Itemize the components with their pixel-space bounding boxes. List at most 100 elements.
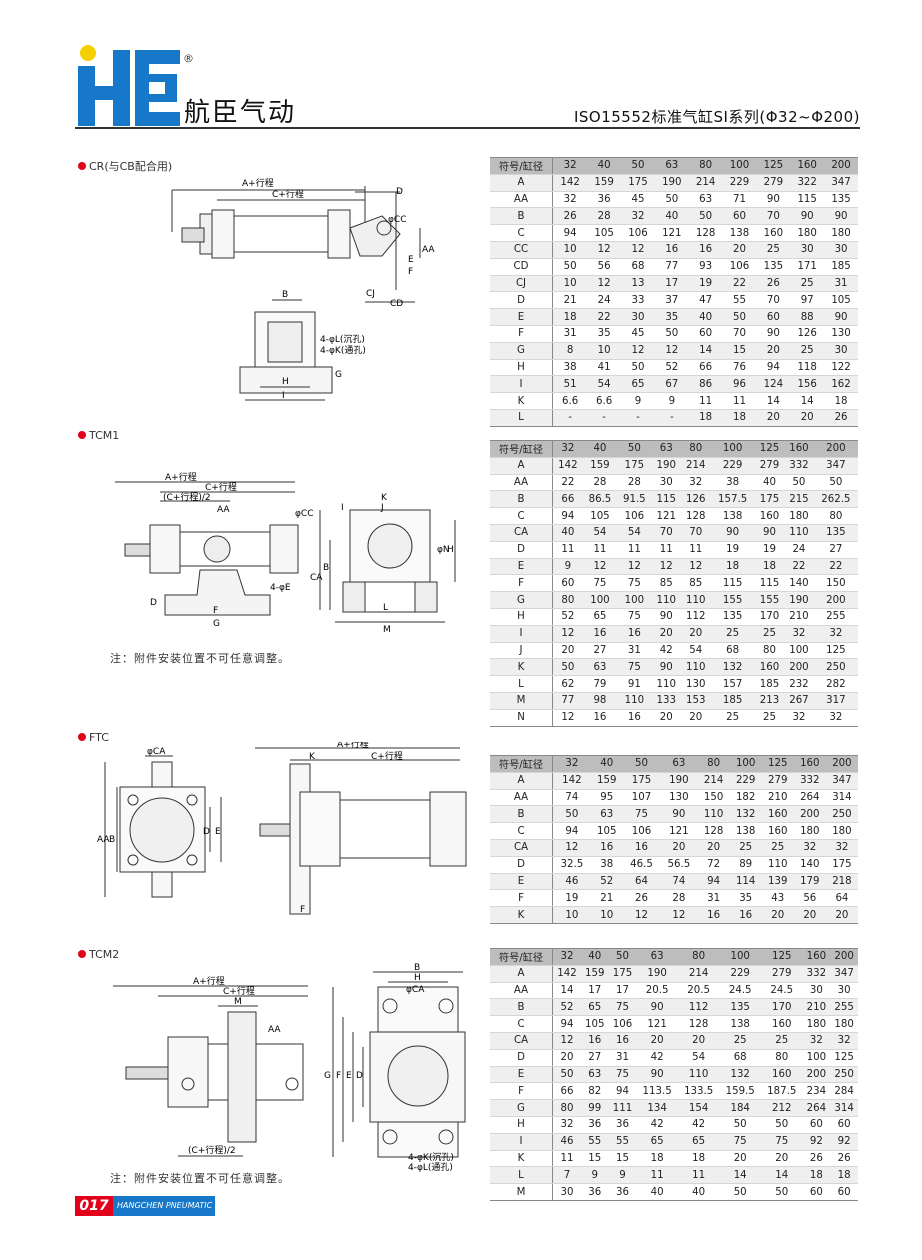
table-cell: 267 <box>784 692 814 710</box>
table-cell: 50 <box>760 1183 803 1201</box>
table-cell: 27 <box>582 642 618 660</box>
dim-b: B <box>323 563 329 573</box>
table-cell: 20 <box>760 1150 803 1168</box>
table-cell: 55 <box>608 1133 637 1151</box>
table-cell: 25 <box>710 625 755 643</box>
dim-ca: CA <box>310 573 323 583</box>
table-cell: 12 <box>651 558 682 576</box>
row-symbol: F <box>490 889 553 908</box>
table-cell: 14 <box>552 982 581 1000</box>
table-cell: 175 <box>825 856 858 874</box>
dim-f: F <box>213 606 218 616</box>
table-cell: 20 <box>756 342 791 360</box>
table-cell: 22 <box>813 558 858 576</box>
table-cell: 14 <box>790 392 825 410</box>
table-cell: 13 <box>621 275 655 293</box>
table-cell: 42 <box>636 1116 678 1134</box>
table-cell: 126 <box>790 325 825 343</box>
table-cell: 180 <box>830 1015 858 1033</box>
table-cell: 130 <box>824 325 858 343</box>
table-cell: 27 <box>813 541 858 559</box>
row-symbol: G <box>490 591 553 609</box>
table-cell: 20 <box>722 241 757 259</box>
table-cell: 90 <box>710 524 755 542</box>
table-cell: 12 <box>654 342 689 360</box>
table-cell: 71 <box>722 191 757 209</box>
table-cell: 110 <box>761 856 794 874</box>
table-cell: 200 <box>784 658 814 677</box>
table-cell: 62 <box>552 675 583 693</box>
table-cell: 159 <box>587 174 622 192</box>
dim-g: G <box>335 370 342 380</box>
header-bore: 100 <box>710 440 755 458</box>
company-logo <box>78 45 180 126</box>
table-cell: 40 <box>677 1183 720 1201</box>
table-cell: 16 <box>617 709 652 727</box>
table-cell: 20 <box>660 839 698 857</box>
table-cell: 64 <box>825 889 858 908</box>
table-cell: 11 <box>651 541 682 559</box>
table-cell: 128 <box>697 822 730 840</box>
note-tcm2: 注：附件安装位置不可任意调整。 <box>110 1172 290 1185</box>
table-cell: 25 <box>756 241 791 259</box>
dim-h: H <box>414 973 421 983</box>
dim-c-stroke: C+行程 <box>371 750 403 762</box>
row-symbol: B <box>490 998 553 1017</box>
table-cell: 90 <box>636 998 678 1017</box>
table-cell: 160 <box>761 805 794 824</box>
table-cell: 32 <box>621 207 655 226</box>
table-cell: 86 <box>688 375 723 394</box>
table-cell: 46 <box>552 873 591 891</box>
table-cell: 150 <box>813 574 858 593</box>
header-bore: 63 <box>654 157 689 175</box>
drawing-tcm1: A+行程 C+行程 (C+行程)/2 AA φCC CA B 4-φE D F … <box>115 471 456 635</box>
header-bore: 40 <box>582 440 618 458</box>
dim-through-hole: 4-φL(通孔) <box>408 1162 453 1172</box>
header-symbol-bore: 符号/缸径 <box>490 948 553 966</box>
dim-c-stroke: C+行程 <box>223 985 255 997</box>
table-cell: 30 <box>830 982 858 1000</box>
table-cell: 88 <box>790 308 825 326</box>
header-bore: 100 <box>719 948 761 966</box>
table-cell: 75 <box>719 1133 761 1151</box>
table-cell: 142 <box>552 174 588 192</box>
dim-d: D <box>203 827 210 837</box>
table-cell: 94 <box>608 1082 637 1101</box>
row-symbol: F <box>490 325 553 343</box>
table-cell: 121 <box>654 224 689 242</box>
table-cell: 22 <box>722 275 757 293</box>
table-cell: 54 <box>587 375 622 394</box>
brand-name: 航臣气动 <box>184 98 297 128</box>
table-cell: 12 <box>582 558 618 576</box>
table-cell: 31 <box>617 642 652 660</box>
table-cell: 90 <box>636 1066 678 1084</box>
dim-c-stroke: C+行程 <box>205 481 237 493</box>
table-cell: 175 <box>608 965 637 983</box>
header-bore: 50 <box>621 157 655 175</box>
table-cell: 110 <box>784 524 814 542</box>
table-cell: 185 <box>824 258 858 276</box>
table-cell: 16 <box>590 839 623 857</box>
table-cell: 171 <box>790 258 825 276</box>
header-symbol-bore: 符号/缸径 <box>490 157 553 175</box>
table-cell: 170 <box>760 998 803 1017</box>
table-cell: 142 <box>552 965 581 983</box>
table-cell: 90 <box>790 207 825 226</box>
table-cell: 12 <box>621 241 655 259</box>
row-symbol: AA <box>490 474 553 492</box>
header-symbol-bore: 符号/缸径 <box>490 440 553 458</box>
series-title: ISO15552标准气缸SI系列(Φ32~Φ200) <box>573 108 860 126</box>
table-cell: 25 <box>754 625 785 643</box>
row-symbol: AA <box>490 982 553 1000</box>
table-cell: 157.5 <box>710 490 755 509</box>
table-cell: 132 <box>719 1066 761 1084</box>
table-cell: 157 <box>710 675 755 693</box>
